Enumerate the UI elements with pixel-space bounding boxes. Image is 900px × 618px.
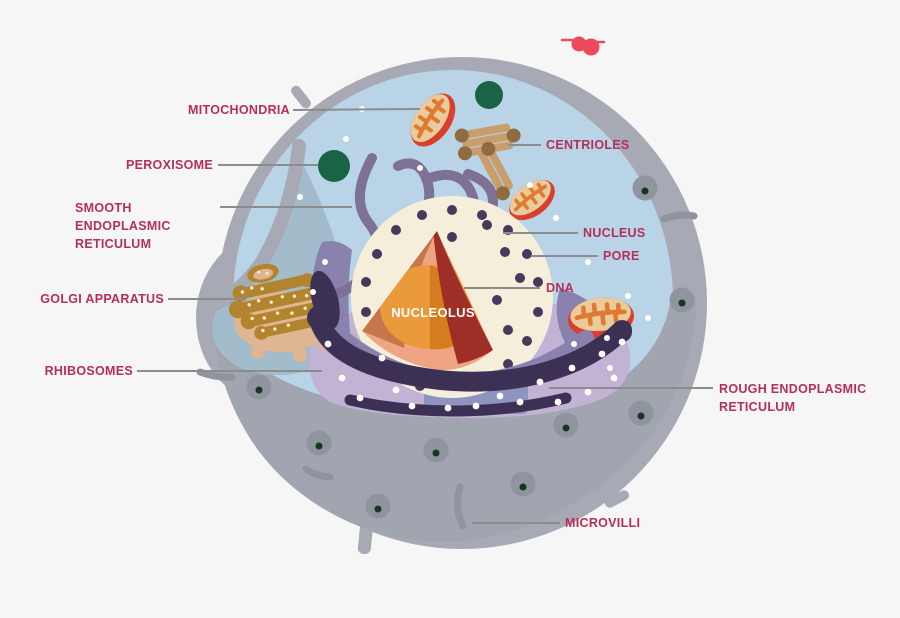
label-pore: PORE bbox=[603, 249, 640, 263]
golgi-apparatus-shape bbox=[228, 263, 335, 362]
ribosome-dots bbox=[324, 338, 626, 412]
dna-wedge bbox=[433, 231, 493, 364]
rough-er-bands bbox=[307, 270, 632, 417]
label-dna: DNA bbox=[546, 281, 574, 295]
membrane-stub-icon bbox=[291, 85, 311, 109]
label-smooth-er: SMOOTH ENDOPLASMIC RETICULUM bbox=[75, 201, 171, 251]
label-nucleus: NUCLEUS bbox=[583, 226, 646, 240]
cytoplasm-dots bbox=[297, 106, 651, 371]
leader-lines bbox=[137, 108, 713, 524]
label-centrioles: CENTRIOLES bbox=[546, 138, 630, 152]
label-peroxisome: PEROXISOME bbox=[125, 158, 213, 172]
leader-mitochondria bbox=[292, 108, 421, 111]
membrane-spots bbox=[246, 175, 695, 519]
centrioles-shape bbox=[454, 123, 521, 201]
microvilli-marks bbox=[196, 211, 698, 530]
nucleus-shape bbox=[351, 196, 553, 398]
label-rhibosomes: RHIBOSOMES bbox=[44, 364, 133, 378]
membrane-stub-icon bbox=[604, 490, 630, 508]
nucleus-cutaway bbox=[362, 231, 493, 371]
label-golgi: GOLGI APPARATUS bbox=[40, 292, 164, 306]
peroxisome-shape bbox=[318, 150, 350, 182]
label-nucleolus: NUCLEOLUS bbox=[391, 305, 475, 320]
nucleus-pores bbox=[361, 205, 543, 391]
cell-lower-body bbox=[214, 298, 697, 543]
top-red-mark-icon bbox=[560, 36, 606, 56]
label-mitochondria: MITOCHONDRIA bbox=[188, 103, 290, 117]
label-rough-er: ROUGH ENDOPLASMIC RETICULUM bbox=[719, 382, 867, 414]
peroxisome-shape-2 bbox=[475, 81, 503, 109]
label-microvilli: MICROVILLI bbox=[565, 516, 641, 530]
